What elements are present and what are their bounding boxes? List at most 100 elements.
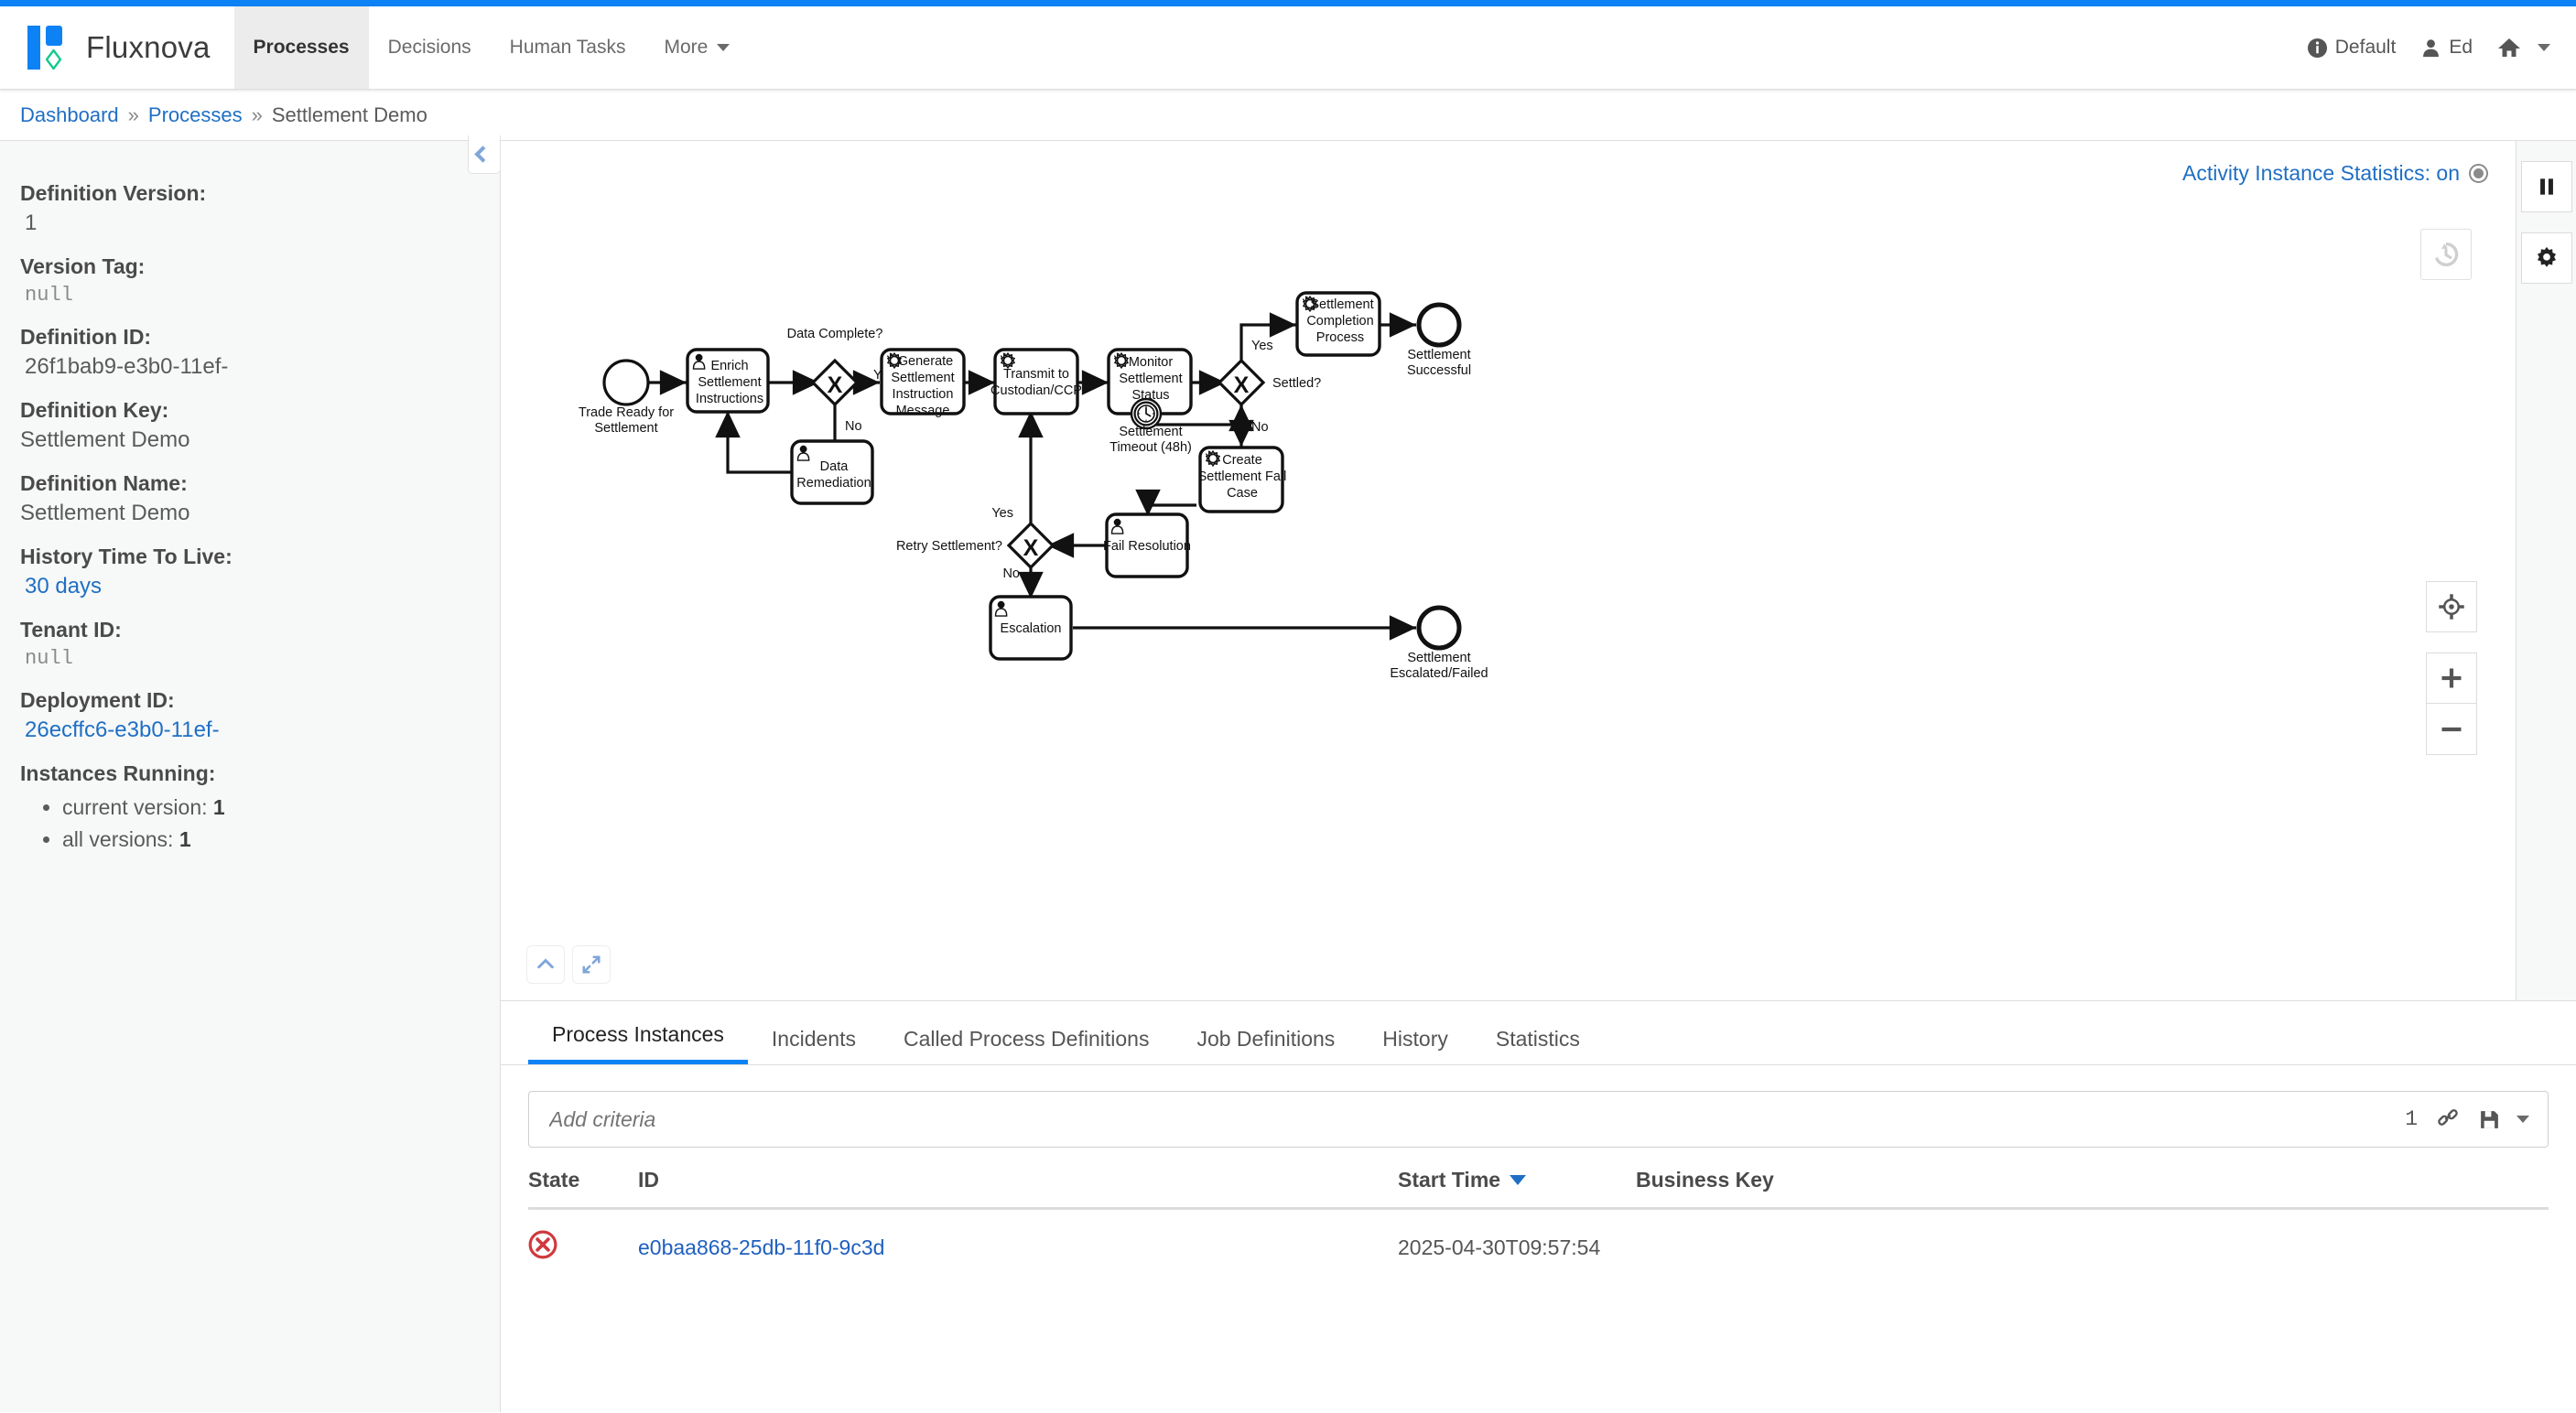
node-generate-settlement-instruction-message[interactable]: Generate Settlement Instruction Message — [880, 348, 966, 418]
tab-label: Incidents — [771, 1027, 856, 1051]
service-task-gear-icon — [1205, 449, 1221, 468]
app-logo-icon — [27, 26, 68, 70]
breadcrumb-item-dashboard[interactable]: Dashboard — [20, 102, 119, 126]
criteria-bar[interactable]: 1 — [528, 1091, 2549, 1148]
brand[interactable]: Fluxnova — [0, 6, 211, 89]
svg-text:Settlement: Settlement — [891, 371, 954, 385]
node-enrich-settlement-instructions[interactable]: Enrich Settlement Instructions — [686, 348, 770, 414]
tab-history[interactable]: History — [1358, 1027, 1472, 1064]
nav-item-decisions[interactable]: Decisions — [369, 6, 491, 89]
definition-settings-button[interactable] — [2520, 232, 2572, 284]
boundary-timer-label-line2: Timeout (48h) — [1109, 440, 1192, 455]
flow-label-retry-yes: Yes — [991, 506, 1013, 521]
diagram-section: Activity Instance Statistics: on — [501, 141, 2576, 1001]
value-version-tag: null — [25, 284, 73, 307]
column-header-business-key[interactable]: Business Key — [1636, 1168, 2549, 1210]
bpmn-svg: Trade Ready for Settlement Enrich Settle… — [579, 291, 1488, 681]
table-row[interactable]: e0baa868-25db-11f0-9c3d 2025-04-30T09:57… — [528, 1209, 2549, 1289]
svg-text:Remediation: Remediation — [796, 476, 871, 491]
error-circle-icon[interactable] — [528, 1230, 557, 1259]
node-monitor-settlement-status[interactable]: Monitor Settlement Status — [1107, 348, 1193, 415]
value-definition-version: 1 — [25, 210, 38, 235]
suspend-definition-button[interactable] — [2520, 161, 2572, 212]
tab-incidents[interactable]: Incidents — [748, 1027, 880, 1064]
engine-selector[interactable]: Default — [2307, 37, 2396, 59]
label-version-tag: Version Tag: — [20, 254, 146, 278]
accent-bar — [0, 0, 2576, 6]
nav-item-processes[interactable]: Processes — [233, 6, 369, 89]
tab-process-instances[interactable]: Process Instances — [528, 1022, 748, 1064]
node-create-settlement-fail-case[interactable]: Create Settlement Fail Case — [1198, 446, 1287, 513]
flow-label-data-no: No — [845, 419, 862, 434]
svg-text:Escalation: Escalation — [1001, 621, 1062, 636]
service-task-gear-icon — [1302, 295, 1318, 313]
collapse-sidebar-button[interactable] — [468, 135, 501, 174]
reset-zoom-button[interactable] — [2426, 581, 2477, 632]
zoom-group — [2426, 653, 2477, 755]
breadcrumb-item-processes[interactable]: Processes — [147, 102, 243, 126]
node-gateway-settled[interactable]: X Settled? — [1217, 358, 1321, 407]
zoom-out-button[interactable] — [2426, 704, 2477, 755]
diagram-action-rail — [2516, 141, 2576, 1000]
svg-text:X: X — [1023, 535, 1039, 561]
value-history-ttl[interactable]: 30 days — [25, 574, 103, 599]
fullscreen-diagram-button[interactable] — [572, 945, 611, 984]
label-definition-key: Definition Key: — [20, 398, 169, 422]
collapse-diagram-button[interactable] — [526, 945, 565, 984]
zoom-in-button[interactable] — [2426, 653, 2477, 704]
column-header-start-time[interactable]: Start Time — [1398, 1168, 1636, 1210]
label-history-ttl: History Time To Live: — [20, 545, 233, 568]
tab-label: History — [1382, 1027, 1448, 1051]
table-header-row: State ID Start Time Business Key — [528, 1168, 2549, 1210]
account-menu[interactable]: Ed — [2420, 37, 2473, 59]
svg-text:Transmit to: Transmit to — [1003, 367, 1069, 382]
node-escalation[interactable]: Escalation — [989, 595, 1073, 661]
svg-text:Retry Settlement?: Retry Settlement? — [896, 539, 1002, 554]
column-header-id[interactable]: ID — [638, 1168, 1398, 1210]
column-header-state[interactable]: State — [528, 1168, 638, 1210]
info-icon — [2307, 38, 2327, 58]
nav-label: More — [664, 37, 709, 58]
node-transmit-to-custodian[interactable]: Transmit to Custodian/CCP — [990, 348, 1082, 415]
show-history-button[interactable] — [2420, 229, 2472, 280]
nav-item-more[interactable]: More — [645, 6, 750, 89]
svg-text:Settlement: Settlement — [594, 421, 657, 436]
nav-item-human-tasks[interactable]: Human Tasks — [491, 6, 645, 89]
account-label: Ed — [2449, 37, 2473, 58]
svg-text:Instructions: Instructions — [696, 392, 763, 406]
node-start-event[interactable]: Trade Ready for Settlement — [579, 359, 674, 436]
activity-instance-statistics-toggle[interactable]: Activity Instance Statistics: on — [2182, 161, 2488, 186]
value-deployment-id[interactable]: 26ecffc6-e3b0-11ef- — [25, 717, 220, 742]
tab-job-definitions[interactable]: Job Definitions — [1173, 1027, 1358, 1064]
cell-business-key — [1636, 1209, 2549, 1289]
column-header-start-time-label: Start Time — [1398, 1168, 1501, 1192]
search-input[interactable] — [547, 1106, 2406, 1133]
home-menu[interactable] — [2497, 37, 2550, 59]
bpmn-canvas[interactable]: Activity Instance Statistics: on — [501, 141, 2516, 1000]
node-data-remediation[interactable]: Data Remediation — [790, 439, 874, 505]
tab-called-process-definitions[interactable]: Called Process Definitions — [880, 1027, 1173, 1064]
svg-text:X: X — [828, 372, 843, 398]
tab-label: Called Process Definitions — [903, 1027, 1150, 1051]
boundary-timer-event[interactable] — [1130, 397, 1163, 430]
main-column: Activity Instance Statistics: on — [501, 141, 2576, 1412]
chevron-down-icon — [2516, 1116, 2529, 1123]
node-gateway-data-complete[interactable]: X Data Complete? — [787, 327, 883, 407]
save-filter-button[interactable] — [2478, 1108, 2529, 1131]
stats-toggle-label: Activity Instance Statistics: on — [2182, 161, 2460, 185]
node-gateway-retry-settlement[interactable]: X Retry Settlement? — [896, 521, 1055, 570]
node-settlement-completion-process[interactable]: Settlement Completion Process — [1295, 291, 1381, 357]
copy-link-button[interactable] — [2436, 1106, 2460, 1134]
minus-icon — [2441, 727, 2462, 731]
label-deployment-id: Deployment ID: — [20, 688, 175, 712]
flow-label-retry-no: No — [1002, 566, 1020, 581]
node-end-event-settlement-escalated-failed[interactable]: Settlement Escalated/Failed — [1390, 605, 1488, 681]
user-task-icon — [994, 600, 1008, 617]
process-instance-link[interactable]: e0baa868-25db-11f0-9c3d — [638, 1235, 885, 1259]
nav-label: Processes — [253, 37, 350, 58]
tab-statistics[interactable]: Statistics — [1472, 1027, 1604, 1064]
radio-on-icon — [2469, 164, 2488, 183]
node-fail-resolution[interactable]: Fail Resolution — [1103, 512, 1191, 578]
svg-text:Custodian/CCP: Custodian/CCP — [990, 383, 1082, 398]
node-end-event-settlement-successful[interactable]: Settlement Successful — [1407, 302, 1471, 378]
